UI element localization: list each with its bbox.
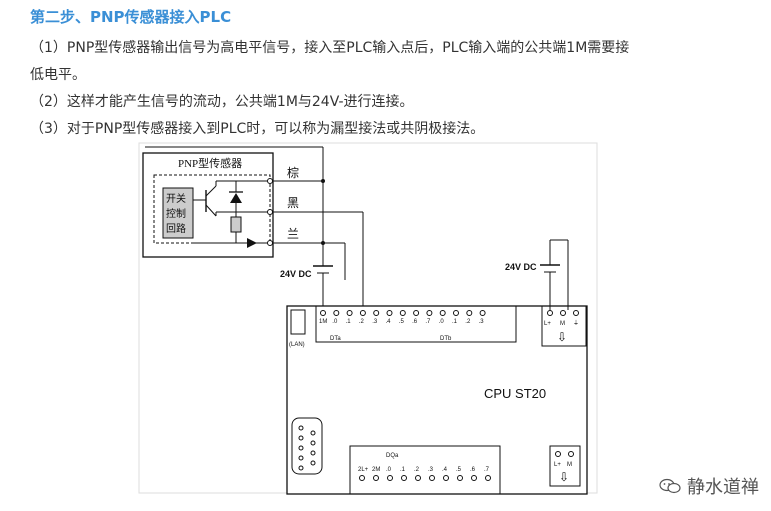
wire-brown-label: 棕: [287, 165, 299, 180]
input-terminal-label-12: .3: [479, 319, 485, 325]
input-terminal-8: [426, 310, 433, 316]
output-terminal-label-4: .2: [414, 467, 420, 473]
switch-label-2: 控制: [166, 207, 186, 220]
wechat-icon: [659, 478, 681, 494]
power-terminal-block: [541, 305, 587, 347]
supply-left-label: 24V DC: [280, 269, 312, 279]
output-terminal-5: [429, 475, 435, 481]
input-group-2-label: DTb: [440, 336, 452, 342]
output-terminal-label-6: .4: [442, 467, 448, 473]
paragraph-1-continued: 低电平。: [30, 67, 86, 83]
input-terminal-label-11: .2: [465, 319, 471, 325]
input-terminal-group: 1M .0 .1 .2 .3 .4 .5 .6 .7 .0 .1 .2 .3: [319, 310, 486, 325]
input-terminal-label-9: .0: [439, 319, 445, 325]
input-terminal-label-6: .5: [399, 319, 405, 325]
input-terminal-4: [373, 310, 380, 316]
lan-port-label: (LAN): [289, 342, 305, 348]
input-terminal-2: [346, 310, 353, 316]
sensor-title: PNP型传感器: [178, 156, 242, 170]
input-terminal-11: [466, 310, 473, 316]
input-terminal-3: [359, 310, 366, 316]
output-terminal-6: [443, 475, 449, 481]
led-arrow-icon: [247, 238, 257, 248]
output-terminal-4: [415, 475, 421, 481]
plc-model-label: CPU ST20: [484, 386, 546, 401]
watermark-text: 静水道禅: [687, 477, 759, 498]
output-terminal-label-9: .7: [484, 467, 490, 473]
input-terminal-label-8: .7: [425, 319, 431, 325]
power-term-m: M: [560, 321, 565, 327]
power-out-m: M: [567, 462, 572, 468]
input-terminal-label-7: .6: [412, 319, 418, 325]
output-terminal-group: 2L+2M .0 .1 .2 .3 .4 .5 .6 .7: [358, 467, 491, 481]
output-terminal-label-1: 2M: [372, 467, 380, 473]
input-terminal-label-1: .0: [332, 319, 338, 325]
page-heading: 第二步、PNP传感器接入PLC: [30, 8, 232, 26]
serial-port: [291, 417, 323, 475]
paragraph-1: （1）PNP型传感器输出信号为高电平信号，接入至PLC输入点后，PLC输入端的公…: [30, 40, 630, 56]
input-terminal-12: [479, 310, 486, 316]
down-arrow-icon: ⇩: [557, 330, 567, 344]
output-terminal-label-5: .3: [428, 467, 434, 473]
resistor-icon: [230, 216, 242, 233]
output-terminal-0: [359, 475, 365, 481]
power-term-ground: ⏚: [573, 320, 579, 327]
output-group-label: DQa: [386, 453, 399, 459]
watermark: 静水道禅: [659, 473, 759, 499]
input-terminal-label-5: .4: [386, 319, 392, 325]
switch-label-1: 开关: [166, 192, 186, 205]
input-terminal-label-0: 1M: [319, 319, 327, 325]
input-terminal-7: [413, 310, 420, 316]
paragraph-3: （3）对于PNP型传感器接入到PLC时，可以称为漏型接法或共阴极接法。: [30, 121, 485, 137]
output-terminal-2: [387, 475, 393, 481]
power-term-lplus: L+: [544, 321, 551, 327]
power-out-block: [549, 445, 581, 487]
input-terminal-label-3: .2: [359, 319, 365, 325]
output-terminal-label-7: .5: [456, 467, 462, 473]
switch-control-box: [162, 187, 194, 239]
output-terminal-label-3: .1: [400, 467, 406, 473]
input-terminal-1: [333, 310, 340, 316]
lan-port: [290, 309, 306, 335]
output-terminal-8: [471, 475, 477, 481]
input-terminal-label-4: .3: [372, 319, 378, 325]
output-terminal-label-2: .0: [386, 467, 392, 473]
down-arrow-icon-2: ⇩: [559, 470, 569, 484]
switch-label-3: 回路: [166, 222, 186, 235]
input-terminal-10: [453, 310, 459, 316]
input-terminal-5: [386, 310, 393, 316]
input-terminal-9: [439, 310, 446, 316]
supply-right-label: 24V DC: [505, 262, 537, 272]
output-terminal-label-8: .6: [470, 467, 476, 473]
input-terminal-0: [320, 310, 326, 316]
paragraph-2: （2）这样才能产生信号的流动，公共端1M与24V-进行连接。: [30, 94, 414, 110]
input-terminal-6: [399, 310, 406, 316]
input-terminal-label-2: .1: [346, 319, 352, 325]
output-terminal-1: [373, 475, 379, 481]
wire-blue-label: 兰: [287, 227, 299, 241]
diode-icon: [230, 193, 242, 203]
power-out-lplus: L+: [554, 462, 561, 468]
wire-black-label: 黑: [287, 196, 299, 210]
output-terminal-7: [457, 475, 463, 481]
output-terminal-9: [485, 475, 491, 481]
input-group-1-label: DTa: [330, 336, 341, 342]
input-terminal-strip: [315, 305, 517, 343]
output-terminal-3: [401, 475, 407, 481]
input-terminal-label-10: .1: [452, 319, 458, 325]
output-terminal-label-0: 2L+: [358, 467, 369, 473]
sensor-outer-box: [142, 152, 274, 258]
serial-port-pins: [298, 425, 316, 471]
output-terminal-strip: [349, 445, 501, 495]
